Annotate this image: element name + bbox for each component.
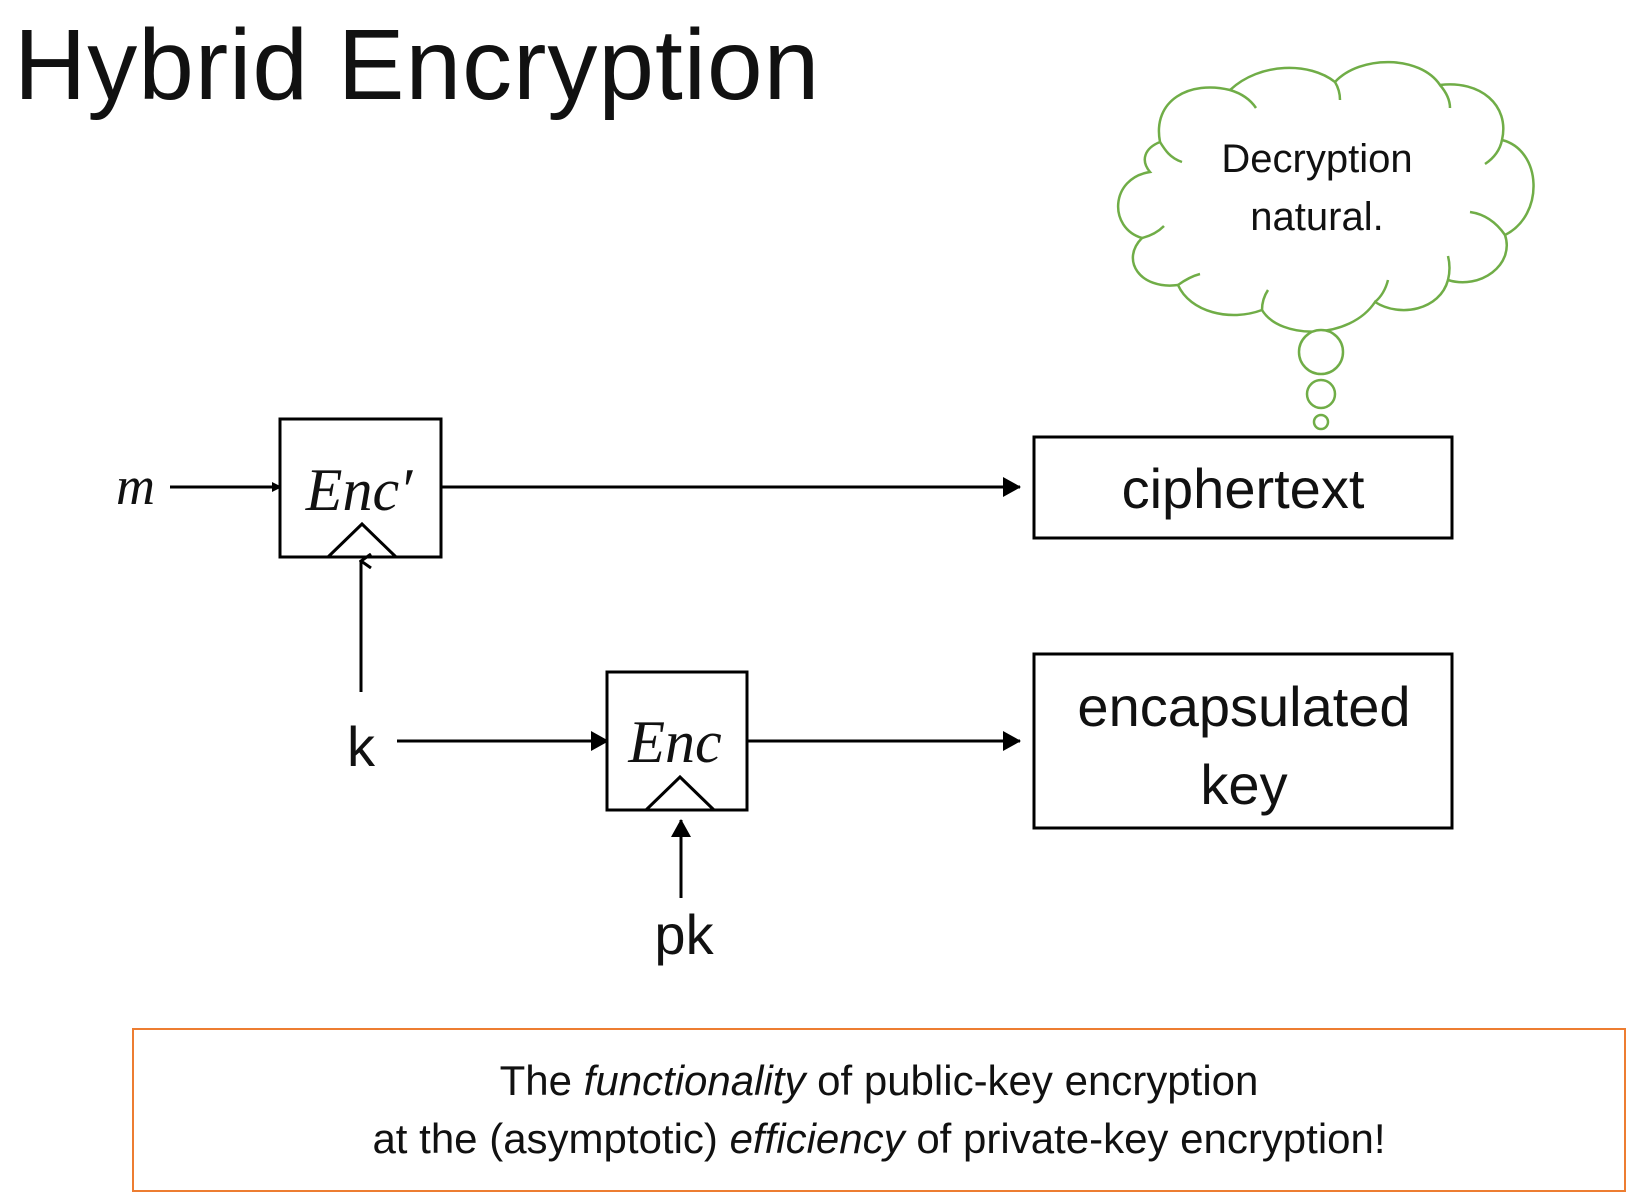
enc-prime-label: Enc′ [305, 457, 413, 523]
input-k-label: k [347, 715, 376, 778]
callout-line-1-part2: of public-key encryption [805, 1057, 1259, 1105]
thought-text-line1: Decryption [1221, 137, 1412, 181]
encapsulated-key-label-line1: encapsulated [1077, 675, 1410, 738]
thought-bubble-small [1312, 413, 1330, 431]
callout-line-1-emphasis: functionality [583, 1057, 806, 1105]
enc-label: Enc [627, 709, 721, 775]
slide-title: Hybrid Encryption [14, 9, 821, 121]
enc-prime-key-port-icon [326, 521, 398, 559]
thought-bubble-medium [1305, 378, 1337, 410]
ciphertext-label: ciphertext [1122, 457, 1365, 520]
input-m-label: m [116, 456, 155, 516]
summary-callout: The functionality of public-key encrypti… [132, 1028, 1626, 1192]
encapsulated-key-box [1032, 652, 1454, 830]
callout-line-2-part2: of private-key encryption! [904, 1115, 1386, 1162]
thought-cloud-shape [1117, 60, 1535, 333]
callout-line-2-emphasis: efficiency [729, 1115, 905, 1162]
thought-cloud: Decryption natural. [1117, 60, 1535, 431]
thought-bubble-large [1297, 328, 1345, 376]
callout-line-1: The functionality of public-key encrypti… [500, 1052, 1259, 1110]
callout-line-1-part1: The [499, 1057, 584, 1105]
input-pk-label: pk [654, 903, 714, 966]
callout-line-2: at the (asymptotic) efficiency of privat… [372, 1110, 1385, 1168]
callout-line-2-part1: at the (asymptotic) [372, 1115, 730, 1162]
ciphertext-box [1032, 435, 1454, 540]
encapsulated-key-label-line2: key [1200, 753, 1287, 816]
thought-text-line2: natural. [1250, 195, 1383, 239]
enc-key-port-icon [644, 774, 716, 812]
